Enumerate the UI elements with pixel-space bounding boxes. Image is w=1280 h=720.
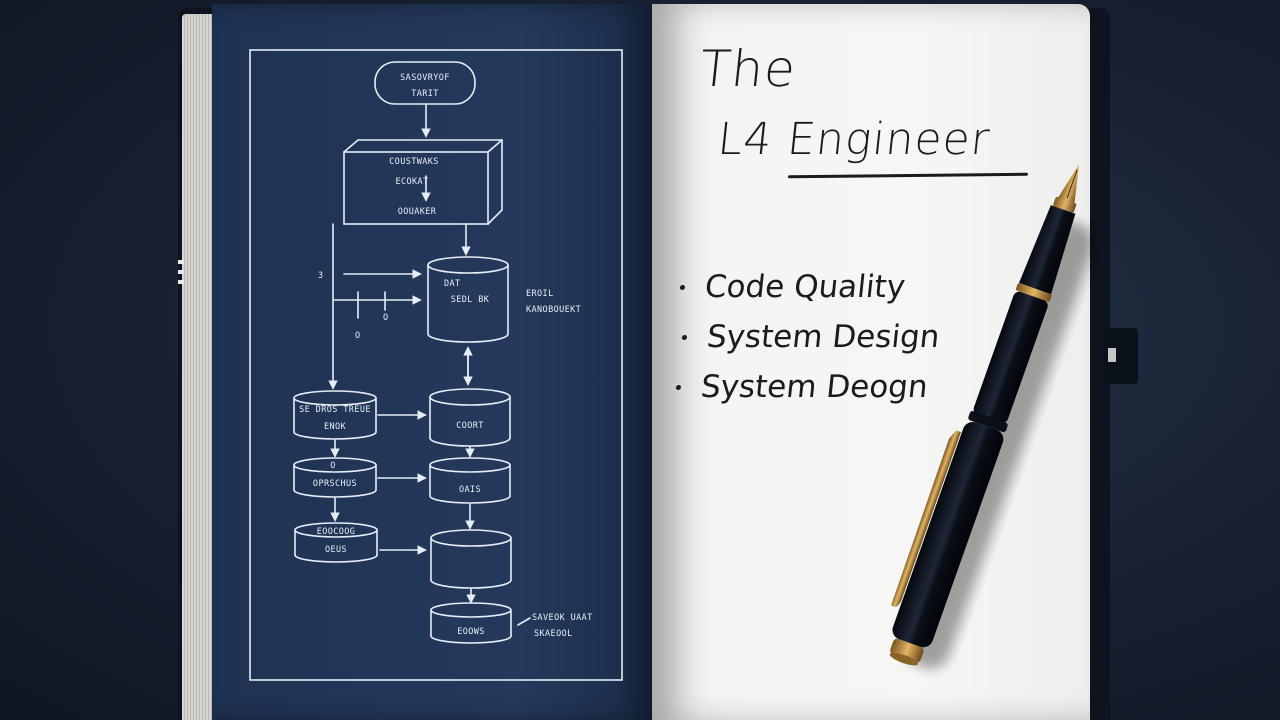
right-cylinder-3: [430, 529, 512, 589]
left-cylinder-2: [293, 457, 377, 498]
left-cylinder-1-label-1: SE DROS TREUE: [299, 405, 371, 415]
right-cylinder-1-label: COORT: [456, 421, 484, 431]
left-cylinder-1-label-2: ENOK: [324, 422, 347, 432]
start-node-label-1: SASOVRYOF: [400, 73, 450, 83]
process-box: [343, 139, 503, 225]
process-box-label-1: COUSTWAKS: [389, 157, 439, 167]
page-tab-marks: [178, 260, 186, 310]
bullet-dot-icon: [681, 334, 688, 340]
bullet-item: System Deogn: [673, 362, 942, 412]
left-cylinder-2-label-2: OPRSCHUS: [313, 479, 357, 489]
blueprint-frame: [249, 49, 623, 681]
bullet-text: System Design: [705, 319, 942, 355]
bottom-note-label-1: SAVEOK UAAT: [532, 613, 593, 623]
left-cylinder-3: [294, 522, 378, 563]
left-cylinder-2-label-1: O: [330, 461, 336, 471]
left-note-label-3: O: [383, 313, 389, 323]
right-cylinder-1: [429, 388, 511, 447]
title-line-1: The: [696, 40, 800, 98]
right-cylinder-4-label: EOOWS: [457, 627, 485, 637]
left-note-label-1: 3: [318, 271, 324, 281]
bullet-text: System Deogn: [699, 369, 930, 405]
bookmark-clip: [1108, 348, 1116, 362]
right-cylinder-2-label: OAIS: [459, 485, 481, 495]
process-box-label-3: OOUAKER: [398, 207, 437, 217]
bullet-list: Code Quality System Design System Deogn: [675, 262, 942, 412]
start-node-label-2: TARIT: [411, 89, 439, 99]
bullet-dot-icon: [679, 284, 686, 290]
start-node: [374, 61, 476, 105]
left-cylinder-3-label-1: EOOCOOG: [317, 527, 356, 537]
blueprint-page: [212, 4, 652, 720]
left-cylinder-3-label-2: OEUS: [325, 545, 347, 555]
database-node: [427, 256, 509, 343]
title-line-2: L4 Engineer: [715, 114, 993, 165]
bottom-note-label-2: SKAEOOL: [534, 629, 573, 639]
bullet-item: Code Quality: [677, 262, 942, 312]
right-cylinder-2: [429, 457, 511, 504]
database-label-1: DAT: [444, 279, 461, 289]
left-note-label-2: O: [355, 331, 361, 341]
right-cylinder-4: [430, 602, 512, 644]
database-side-label-2: KANOBOUEKT: [526, 305, 581, 315]
bullet-dot-icon: [675, 384, 682, 390]
left-cylinder-1: [293, 390, 377, 440]
database-label-2: SEDL BK: [451, 295, 490, 305]
bullet-text: Code Quality: [703, 269, 907, 305]
database-side-label-1: EROIL: [526, 289, 554, 299]
process-box-label-2: ECOKAT: [395, 177, 428, 187]
bullet-item: System Design: [679, 312, 942, 362]
page-edges: [182, 14, 216, 720]
bookmark-tab: [1102, 328, 1138, 384]
